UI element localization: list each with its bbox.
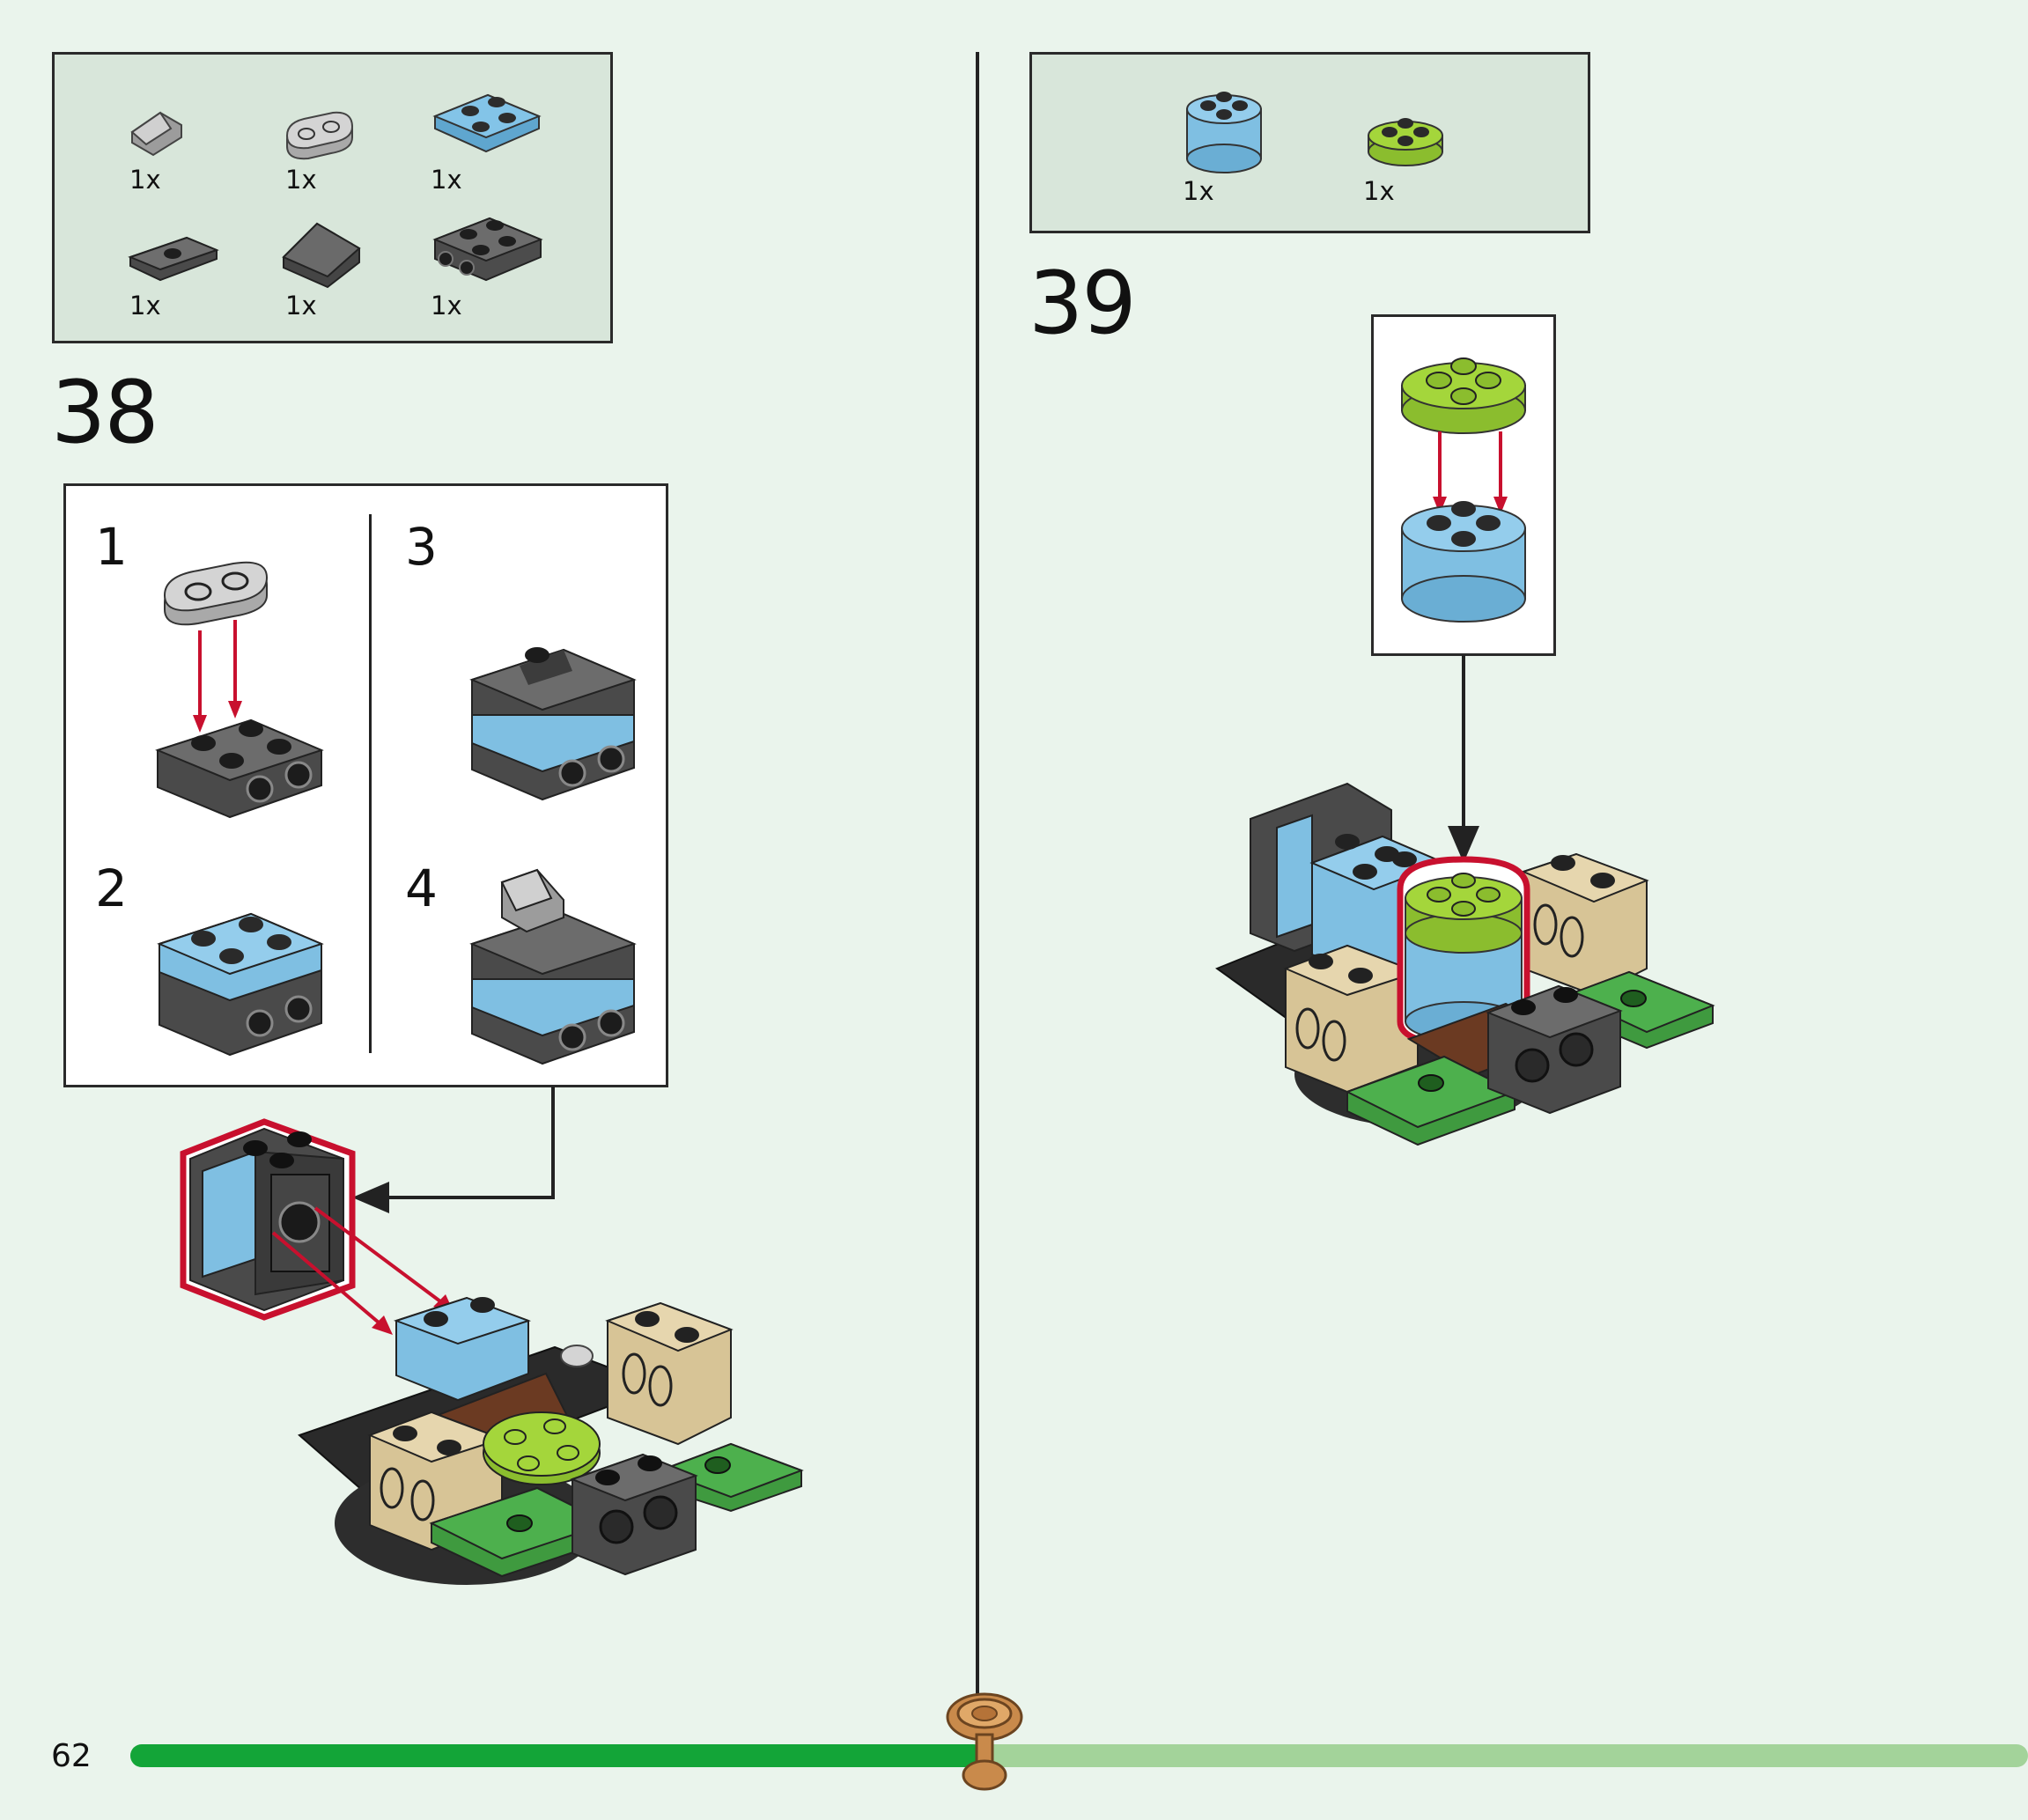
part-qty: 1x [129,165,161,195]
part-qty: 1x [431,291,462,321]
dark-gray-jumper-plate-icon [125,231,222,284]
substep-number: 1 [95,517,128,577]
callout-illustration [1401,357,1526,623]
callout-connector [352,1087,555,1213]
step38-build-illustration [167,1109,819,1642]
step39-build-illustration [1214,775,1726,1167]
part-qty: 1x [285,291,317,321]
part-qty: 1x [285,165,317,195]
step39-callout [1371,314,1556,656]
dark-gray-slope-icon [278,213,366,292]
progress-bar-completed [130,1744,985,1767]
dark-gray-bracket-plate-icon [428,204,546,292]
light-gray-round-plate-icon [278,109,358,162]
substep-divider [369,514,372,1053]
substep-number: 3 [405,517,438,577]
part-qty: 1x [129,291,161,321]
substep-3-illustration [467,627,643,825]
substep-2-illustration [154,891,330,1072]
blue-round-brick-icon [1182,86,1266,174]
step38-substep-panel: 1 2 3 4 [63,483,668,1087]
substep-4-illustration [467,856,643,1080]
substep-number: 4 [405,858,438,918]
part-qty: 1x [431,165,462,195]
page-number: 62 [51,1738,92,1774]
step38-parts-list: 1x 1x 1x [52,52,613,343]
part-qty: 1x [1363,176,1395,206]
step-number: 39 [1029,254,1137,354]
callout-connector [1448,655,1479,863]
page-column-divider [976,52,979,1734]
blue-plate-2x2-icon [430,81,544,160]
lime-round-plate-icon [1363,109,1448,176]
light-gray-slope-icon [125,106,195,158]
part-qty: 1x [1183,176,1214,206]
step39-parts-list: 1x 1x [1029,52,1590,233]
progress-marker-icon [945,1691,1024,1801]
substep-number: 2 [95,858,128,918]
substep-1-illustration [154,556,348,825]
step-number: 38 [51,363,159,463]
